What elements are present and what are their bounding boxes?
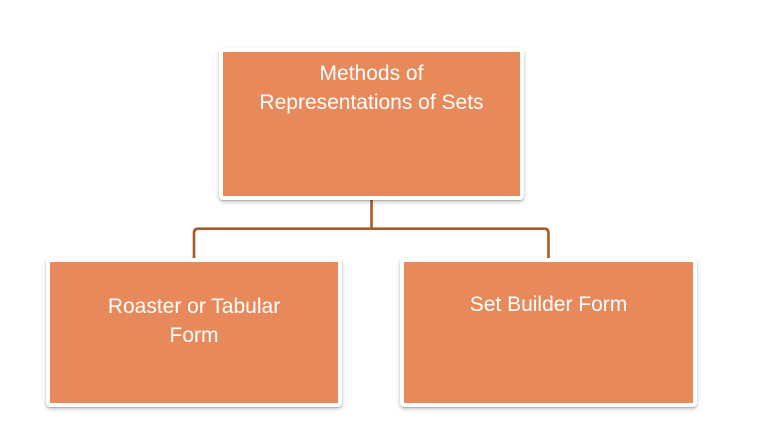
node-set-builder-form: Set Builder Form — [400, 258, 697, 407]
node-label: Methods of Representations of Sets — [259, 62, 484, 114]
node-methods-of-representations-of-sets: Methods of Representations of Sets — [219, 48, 524, 200]
node-label: Roaster or Tabular Form — [107, 295, 281, 347]
node-roaster-or-tabular-form: Roaster or Tabular Form — [46, 258, 342, 407]
connector-bracket — [192, 227, 550, 258]
node-label: Set Builder Form — [469, 293, 628, 316]
